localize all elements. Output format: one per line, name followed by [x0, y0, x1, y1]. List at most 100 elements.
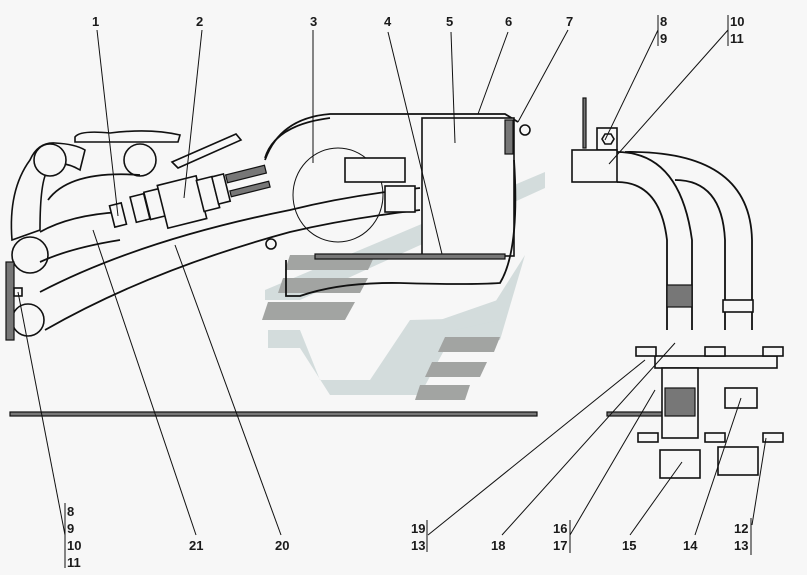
callout-6: 6 — [505, 14, 512, 29]
leader-21 — [92, 229, 197, 536]
elbow-ring-1 — [33, 143, 67, 177]
nut-lower-2 — [704, 432, 726, 443]
fitting-5 — [210, 172, 232, 206]
callout-13-left: 13 — [411, 538, 425, 553]
cap-cover — [74, 130, 182, 143]
left-hose-assembly — [5, 130, 421, 341]
vertical-plate — [582, 97, 587, 149]
housing-top — [264, 113, 519, 161]
leader-4 — [387, 31, 443, 255]
leader-6 — [477, 31, 509, 115]
left-bracket — [5, 261, 15, 341]
watermark-bar-4 — [438, 337, 500, 352]
hose-21-bottom — [39, 239, 121, 263]
callout-11-bottom: 11 — [67, 555, 81, 570]
leader-10-11 — [608, 29, 729, 165]
leader-8-9 — [604, 29, 659, 141]
callout-5: 5 — [446, 14, 453, 29]
callout-10-bottom: 10 — [67, 538, 81, 553]
deck-line — [9, 411, 538, 417]
callout-20: 20 — [275, 538, 289, 553]
housing-arc — [264, 117, 331, 159]
leader-5 — [450, 31, 456, 144]
leader-1 — [96, 29, 119, 217]
callout-4: 4 — [384, 14, 392, 29]
bolt-head-3 — [762, 346, 784, 357]
bolt-head-2 — [704, 346, 726, 357]
callout-2: 2 — [196, 14, 203, 29]
hose-21-top — [39, 211, 121, 233]
callout-7: 7 — [566, 14, 573, 29]
callout-12: 12 — [734, 521, 748, 536]
pipe-inner-2 — [674, 179, 726, 330]
callout-15: 15 — [622, 538, 636, 553]
pipe-stub-14 — [717, 446, 759, 476]
callout-14: 14 — [683, 538, 698, 553]
pipe-outer-2 — [624, 151, 753, 330]
leader-7 — [517, 29, 569, 123]
valve-handle — [170, 133, 243, 169]
callout-18: 18 — [491, 538, 505, 553]
leader-2 — [183, 29, 203, 199]
reel-drum — [292, 147, 384, 243]
elbow-ring-2 — [123, 143, 157, 177]
spring-hose-2 — [229, 180, 271, 198]
callout-17: 17 — [553, 538, 567, 553]
hose-arc-upper — [47, 173, 141, 201]
lower-ring-1 — [11, 236, 49, 274]
leader-14 — [694, 397, 742, 536]
callout-21: 21 — [189, 538, 203, 553]
watermark-bar-2 — [278, 278, 368, 293]
pipe-inner-1 — [616, 181, 668, 330]
callout-13-right: 13 — [734, 538, 748, 553]
callout-8-bottom: 8 — [67, 504, 74, 519]
hex-nut-icon — [601, 133, 615, 145]
hose-corrugation — [666, 284, 693, 308]
hose-end-20 — [384, 185, 416, 213]
collar-right — [722, 299, 754, 313]
watermark-bar-3 — [262, 302, 355, 320]
callout-11: 11 — [730, 31, 744, 46]
cable-loop — [285, 159, 517, 297]
leader-15 — [629, 461, 683, 536]
housing-floor — [314, 253, 506, 260]
watermark-bar-6 — [415, 385, 470, 400]
callout-10: 10 — [730, 14, 744, 29]
nut-lower-1 — [637, 432, 659, 443]
leader-19-13 — [427, 359, 646, 536]
watermark-chevron-3 — [370, 295, 512, 395]
hose-end-3 — [344, 157, 406, 183]
hose-20-top — [39, 187, 421, 293]
bolt-head-1 — [635, 346, 657, 357]
flange-plate — [654, 355, 778, 369]
leader-8-11 — [17, 291, 66, 536]
leader-16-17 — [569, 389, 656, 536]
callout-19: 19 — [411, 521, 425, 536]
pipe-threads-15 — [664, 387, 696, 417]
spring-hose — [224, 164, 268, 184]
watermark-bar-5 — [425, 362, 487, 377]
deck-connection — [571, 97, 784, 479]
lower-ring-2 — [11, 303, 45, 337]
leader-12-13 — [751, 437, 767, 526]
callout-16: 16 — [553, 521, 567, 536]
leader-20 — [174, 244, 282, 536]
leader-lines — [17, 15, 767, 568]
pipe-outer-1 — [616, 151, 693, 330]
shackle-left — [265, 238, 277, 250]
callout-1: 1 — [92, 14, 99, 29]
housing-right-seal — [504, 119, 514, 155]
shackle-right — [519, 124, 531, 136]
callouts: 1 2 3 4 5 6 7 8 9 10 11 8 9 10 11 21 20 … — [67, 14, 748, 570]
leader-18 — [501, 342, 676, 536]
callout-3: 3 — [310, 14, 317, 29]
callout-9: 9 — [660, 31, 667, 46]
callout-9-bottom: 9 — [67, 521, 74, 536]
pipe-coupling — [571, 149, 618, 183]
callout-8: 8 — [660, 14, 667, 29]
chamber-5 — [421, 117, 515, 257]
hose-20-bottom — [44, 209, 421, 331]
nut-lower-3 — [762, 432, 784, 443]
